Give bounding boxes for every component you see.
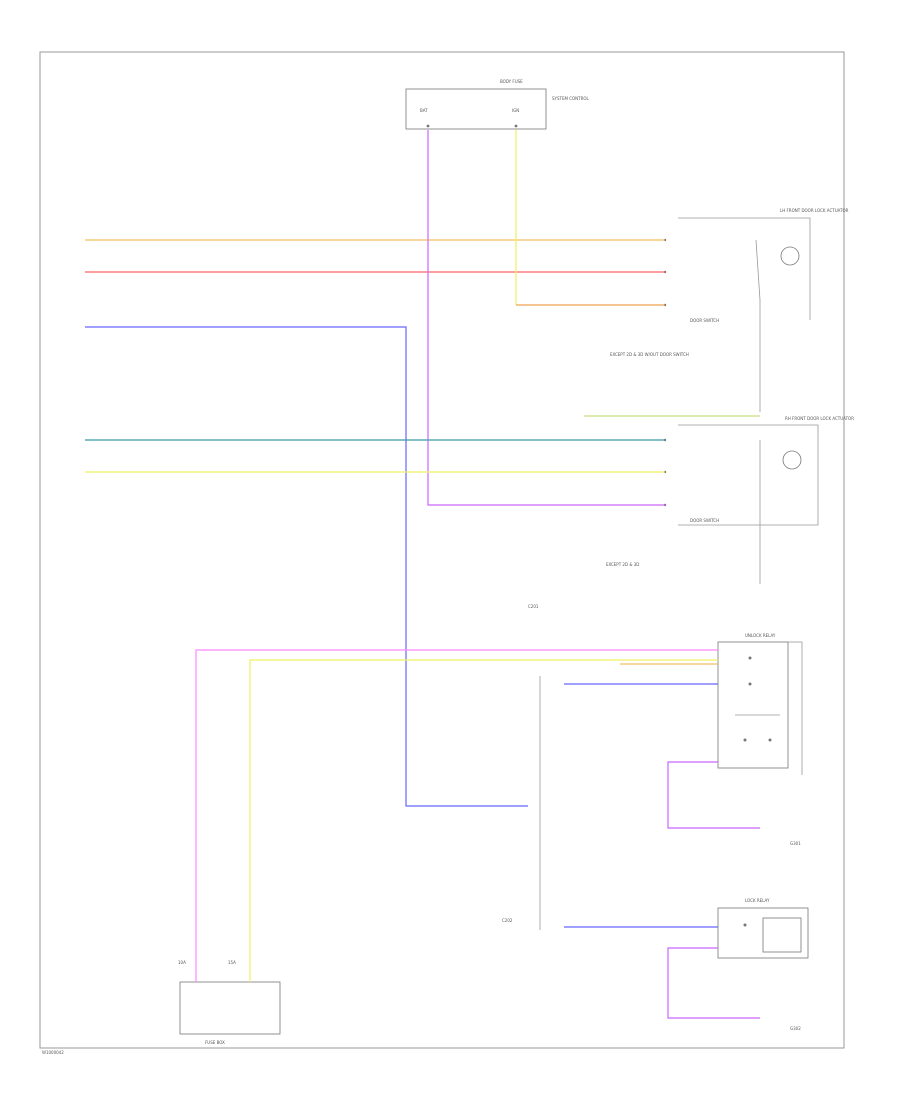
lock-relay-label: LOCK RELAY (745, 898, 770, 903)
footer-code: W1000042 (42, 1050, 64, 1055)
lock-relay: LOCK RELAY (717, 898, 809, 959)
door-switch-lower-label: DOOR SWITCH (690, 518, 719, 523)
connector-label: C201 (528, 604, 539, 609)
wires (85, 130, 760, 1019)
top-switch-pin1: BAT (420, 108, 428, 113)
wire-pink-fuse (195, 649, 718, 982)
ground-upper-label: G301 (790, 841, 801, 846)
fuse-box-label: FUSE BOX (205, 1040, 225, 1045)
top-switch: BODY FUSE SYSTEM CONTROL BAT IGN (405, 79, 590, 130)
diagram-frame (39, 51, 845, 1049)
ground-lower-label: G302 (790, 1026, 801, 1031)
lh-door-lock-label: LH FRONT DOOR LOCK ACTUATOR (780, 208, 849, 213)
wire-blue (85, 326, 528, 807)
fuse-box-left: 10A (178, 960, 186, 965)
top-switch-sub: SYSTEM CONTROL (552, 96, 590, 101)
top-switch-pin2: IGN (512, 108, 519, 113)
note-lh: EXCEPT 2D & 3D W/OUT DOOR SWITCH (610, 352, 689, 357)
wire-violet-gnd2 (667, 947, 760, 1019)
wire-yellow-fuse (249, 659, 718, 982)
wire-violet-gnd1 (667, 761, 760, 829)
ground-upper: G301 (790, 841, 801, 846)
door-switch-upper-label: DOOR SWITCH (690, 318, 719, 323)
wire-violet-main (427, 130, 665, 506)
top-switch-title: BODY FUSE (500, 79, 523, 84)
unlock-relay-label: UNLOCK RELAY (745, 633, 776, 638)
rh-door-lock-actuator: RH FRONT DOOR LOCK ACTUATOR DOOR SWITCH (663, 416, 854, 584)
connector-lower-label: C202 (502, 918, 513, 923)
lh-door-lock-actuator: LH FRONT DOOR LOCK ACTUATOR DOOR SWITCH (663, 208, 849, 412)
note-rh: EXCEPT 2D & 3D (606, 562, 639, 567)
fuse-box-right: 15A (228, 960, 236, 965)
unlock-relay: UNLOCK RELAY (717, 633, 803, 775)
rh-door-lock-label: RH FRONT DOOR LOCK ACTUATOR (785, 416, 854, 421)
fuse-box: FUSE BOX 10A 15A (178, 960, 281, 1045)
